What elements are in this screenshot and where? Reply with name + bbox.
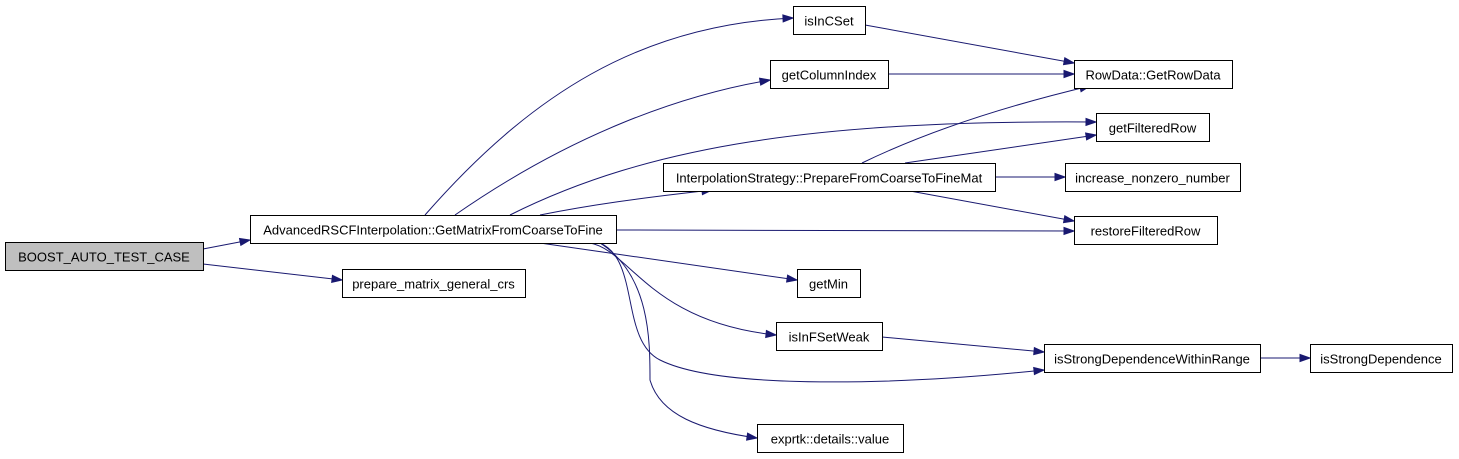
node-rowdata[interactable]: RowData::GetRowData xyxy=(1074,60,1233,89)
edge-advanced-to-getcolumn xyxy=(454,77,772,216)
node-label: getFilteredRow xyxy=(1109,121,1197,136)
node-label: isStrongDependence xyxy=(1320,352,1441,367)
arrowhead-icon xyxy=(1062,214,1076,224)
node-label: isInCSet xyxy=(804,14,854,29)
edge-line xyxy=(454,79,771,216)
node-boost[interactable]: BOOST_AUTO_TEST_CASE xyxy=(5,242,204,271)
node-box[interactable] xyxy=(1044,344,1261,373)
arrowhead-icon xyxy=(1062,56,1076,66)
edge-advanced-to-isinfset xyxy=(589,242,778,339)
node-box[interactable] xyxy=(797,269,861,298)
edge-line xyxy=(909,190,1075,222)
node-box[interactable] xyxy=(1096,113,1210,142)
node-label: isStrongDependenceWithinRange xyxy=(1054,352,1250,367)
node-isincset[interactable]: isInCSet xyxy=(793,6,866,35)
arrowhead-icon xyxy=(765,329,778,339)
node-getmin[interactable]: getMin xyxy=(797,269,861,298)
node-box[interactable] xyxy=(776,322,883,351)
node-box[interactable] xyxy=(1310,344,1453,373)
node-label: RowData::GetRowData xyxy=(1085,68,1221,83)
arrowhead-icon xyxy=(1063,69,1076,79)
node-label: increase_nonzero_number xyxy=(1075,171,1230,186)
node-box[interactable] xyxy=(1065,163,1241,192)
node-label: getColumnIndex xyxy=(782,68,877,83)
node-box[interactable] xyxy=(793,6,866,35)
edge-boost-to-prepare xyxy=(202,263,344,283)
edge-interp-to-increase xyxy=(995,172,1067,182)
edge-isstrongwr-to-isstrong xyxy=(1260,353,1312,363)
node-prepare[interactable]: prepare_matrix_general_crs xyxy=(342,269,526,298)
edge-line xyxy=(904,134,1097,164)
arrowhead-icon xyxy=(1054,172,1067,182)
edge-layer xyxy=(202,14,1312,441)
edge-line xyxy=(509,121,1097,216)
node-isinfset[interactable]: isInFSetWeak xyxy=(776,322,883,351)
arrowhead-icon xyxy=(746,432,759,441)
edge-advanced-to-isincset xyxy=(424,14,795,216)
node-label: InterpolationStrategy::PrepareFromCoarse… xyxy=(676,171,983,186)
node-box[interactable] xyxy=(5,242,204,271)
arrowhead-icon xyxy=(786,274,799,283)
edge-interp-to-rowdata xyxy=(861,84,1092,164)
node-box[interactable] xyxy=(1074,60,1233,89)
node-box[interactable] xyxy=(342,269,526,298)
arrowhead-icon xyxy=(1033,366,1046,376)
edge-advanced-to-getfiltered xyxy=(509,117,1098,216)
edge-advanced-to-restore xyxy=(615,226,1076,236)
node-label: getMin xyxy=(809,277,848,292)
node-label: exprtk::details::value xyxy=(771,432,890,447)
edge-line xyxy=(539,189,713,216)
edge-line xyxy=(861,85,1091,164)
node-advanced[interactable]: AdvancedRSCFInterpolation::GetMatrixFrom… xyxy=(250,215,617,244)
arrowhead-icon xyxy=(782,14,795,23)
edge-isincset-to-rowdata xyxy=(864,24,1076,66)
edge-advanced-to-getmin xyxy=(539,242,799,283)
edge-getcolumn-to-rowdata xyxy=(888,69,1076,79)
node-interp[interactable]: InterpolationStrategy::PrepareFromCoarse… xyxy=(663,163,996,192)
node-layer: BOOST_AUTO_TEST_CASE AdvancedRSCFInterpol… xyxy=(5,6,1453,453)
node-label: restoreFilteredRow xyxy=(1091,224,1201,239)
node-isstrong[interactable]: isStrongDependence xyxy=(1310,344,1453,373)
edge-isinfset-to-isstrongwr xyxy=(881,336,1046,356)
arrowhead-icon xyxy=(1033,346,1046,356)
arrowhead-icon xyxy=(238,237,252,247)
edge-line xyxy=(599,242,1045,383)
arrowhead-icon xyxy=(1063,226,1076,236)
node-box[interactable] xyxy=(1074,216,1218,245)
node-restore[interactable]: restoreFilteredRow xyxy=(1074,216,1218,245)
node-exprtk[interactable]: exprtk::details::value xyxy=(757,424,904,453)
node-getcolumn[interactable]: getColumnIndex xyxy=(770,60,889,89)
edge-line xyxy=(424,17,794,216)
edge-interp-to-restore xyxy=(909,190,1076,224)
edge-interp-to-getfiltered xyxy=(904,132,1098,164)
edge-boost-to-advanced xyxy=(202,237,252,250)
node-increase[interactable]: increase_nonzero_number xyxy=(1065,163,1241,192)
node-box[interactable] xyxy=(770,60,889,89)
arrowhead-icon xyxy=(1085,117,1098,127)
node-label: BOOST_AUTO_TEST_CASE xyxy=(18,250,190,265)
arrowhead-icon xyxy=(1085,132,1098,141)
node-getfiltered[interactable]: getFilteredRow xyxy=(1096,113,1210,142)
arrowhead-icon xyxy=(331,274,344,283)
edge-advanced-to-isstrongwr xyxy=(599,242,1046,383)
node-label: prepare_matrix_general_crs xyxy=(352,277,515,292)
edge-advanced-to-exprtk xyxy=(599,242,759,441)
arrowhead-icon xyxy=(1299,353,1312,363)
node-box[interactable] xyxy=(663,163,996,192)
edge-line xyxy=(615,229,1075,232)
node-label: isInFSetWeak xyxy=(789,330,870,345)
edge-line xyxy=(202,263,343,281)
edge-line xyxy=(599,242,758,439)
edge-line xyxy=(539,242,798,281)
node-box[interactable] xyxy=(250,215,617,244)
arrowhead-icon xyxy=(758,77,772,86)
edge-line xyxy=(864,24,1075,64)
node-isstrongwr[interactable]: isStrongDependenceWithinRange xyxy=(1044,344,1261,373)
node-label: AdvancedRSCFInterpolation::GetMatrixFrom… xyxy=(263,223,603,238)
node-box[interactable] xyxy=(757,424,904,453)
edge-line xyxy=(881,336,1045,353)
edge-line xyxy=(589,242,777,336)
